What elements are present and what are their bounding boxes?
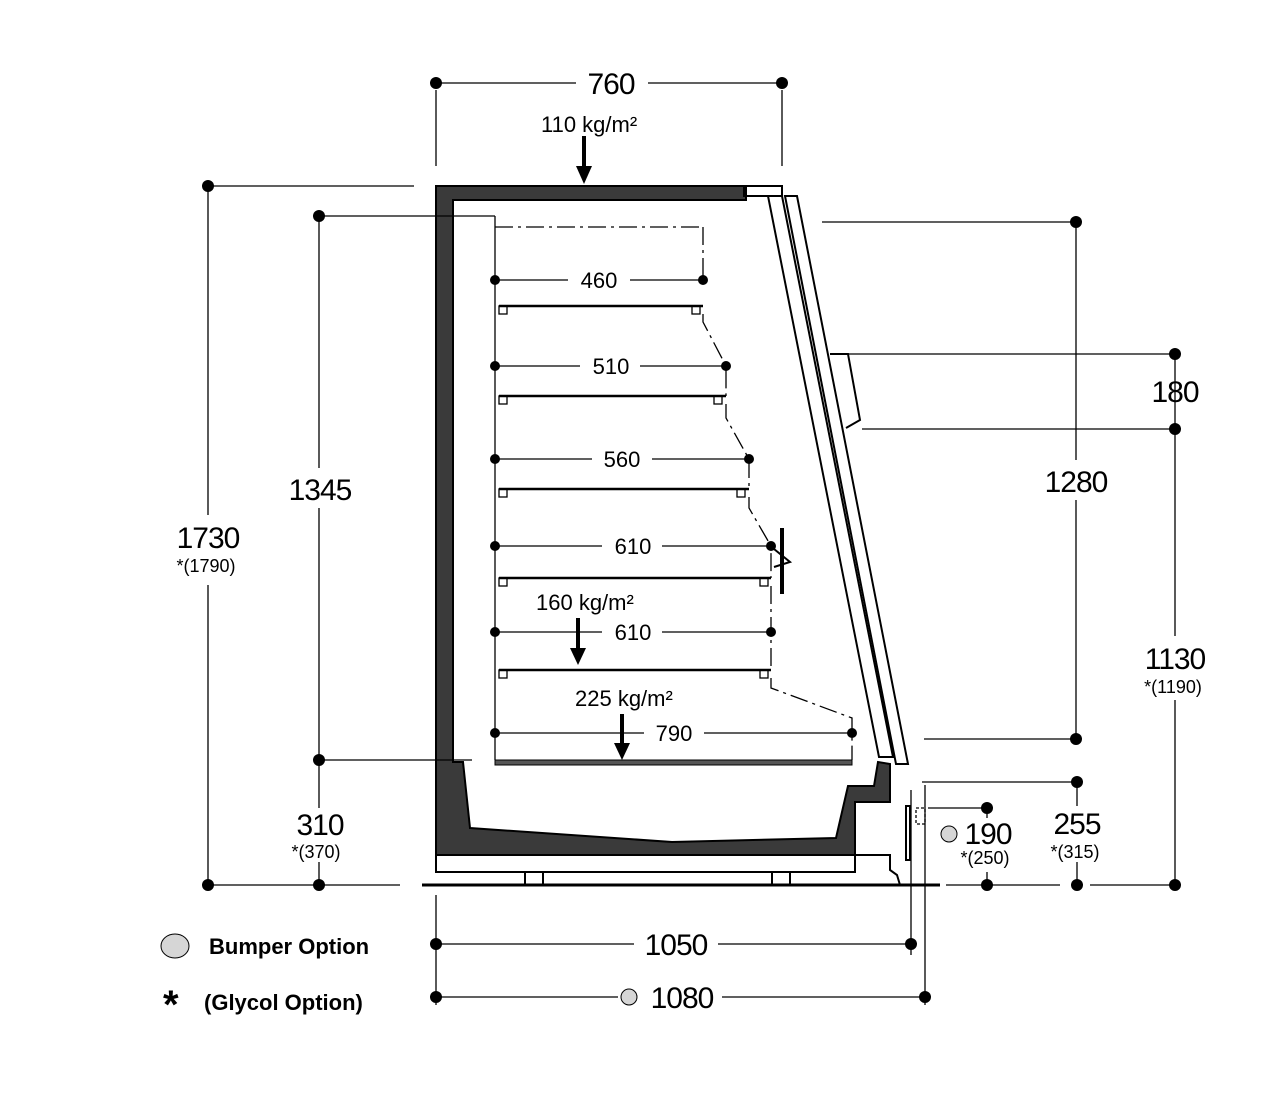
canopy-cap xyxy=(743,185,783,197)
legend-bumper-label: Bumper Option xyxy=(209,934,369,959)
load-arrow-shelf-icon xyxy=(570,648,586,665)
door-outer-frame xyxy=(766,195,895,758)
front-doors xyxy=(744,195,910,765)
depth-value: 1050 xyxy=(645,929,708,962)
shelf-4 xyxy=(498,576,771,587)
cabinet-body xyxy=(422,185,940,887)
external-dimensions: 760 1730 *(1790) 1345 310 *(370) 1280 18… xyxy=(176,68,1206,1015)
legend-glycol-symbol: * xyxy=(163,983,179,1027)
shelf-front-profile xyxy=(702,314,853,760)
load-shelf-label: 160 kg/m² xyxy=(536,590,634,615)
bumper-height-value: 190 xyxy=(964,818,1011,851)
toe-height-value: 255 xyxy=(1053,808,1100,841)
load-base-label: 225 kg/m² xyxy=(575,686,673,711)
shelf-1 xyxy=(498,304,703,315)
shelf-depth-dimensions: 460 510 560 610 610 790 xyxy=(490,268,857,746)
bumper-bracket xyxy=(905,805,911,861)
shelf-2 xyxy=(498,394,726,405)
grey-circle-icon xyxy=(160,933,190,959)
interior-height-value: 1345 xyxy=(289,474,352,507)
front-lower-height-glycol-value: *(1190) xyxy=(1144,677,1202,697)
shelf-5 xyxy=(498,668,771,679)
shelf-4-depth: 610 xyxy=(615,534,652,559)
base-deck xyxy=(494,759,853,766)
front-lower-height-value: 1130 xyxy=(1145,643,1206,676)
base-casing xyxy=(435,855,856,873)
base-height-value: 310 xyxy=(296,809,343,842)
bumper-height-glycol-value: *(250) xyxy=(960,848,1009,868)
door-handle xyxy=(830,353,862,429)
foot-right xyxy=(771,871,791,886)
foot-left xyxy=(524,871,544,886)
shelf-3-depth: 560 xyxy=(604,447,641,472)
shelf-2-depth: 510 xyxy=(593,354,630,379)
top-width-value: 760 xyxy=(587,68,634,101)
depth-with-bumper-value: 1080 xyxy=(651,982,714,1015)
load-indicators: 110 kg/m² 160 kg/m² 225 kg/m² xyxy=(536,112,673,760)
night-blind-icon xyxy=(773,528,793,594)
bumper-marker-icon-depth xyxy=(620,988,638,1006)
overall-height-glycol-value: *(1790) xyxy=(176,556,235,576)
shelf-5-depth: 610 xyxy=(615,620,652,645)
base-deck-depth: 790 xyxy=(656,721,693,746)
bumper-profile xyxy=(915,807,926,825)
load-arrow-top-icon xyxy=(576,166,592,184)
insulated-shell xyxy=(435,185,891,856)
toe-section xyxy=(855,854,901,886)
base-height-glycol-value: *(370) xyxy=(291,842,340,862)
load-top-label: 110 kg/m² xyxy=(541,112,637,137)
shelf-3 xyxy=(498,487,749,498)
shelves xyxy=(498,304,853,760)
legend: Bumper Option * (Glycol Option) xyxy=(160,933,369,1027)
front-opening-height-value: 1280 xyxy=(1045,466,1108,499)
toe-height-glycol-value: *(315) xyxy=(1050,842,1099,862)
door-inner-frame xyxy=(783,195,910,765)
load-arrow-base-icon xyxy=(614,743,630,760)
legend-glycol-label: (Glycol Option) xyxy=(204,990,363,1015)
overall-height-value: 1730 xyxy=(177,522,240,555)
handle-height-value: 180 xyxy=(1151,376,1198,409)
shelf-1-depth: 460 xyxy=(581,268,618,293)
bumper-marker-icon xyxy=(940,825,958,843)
